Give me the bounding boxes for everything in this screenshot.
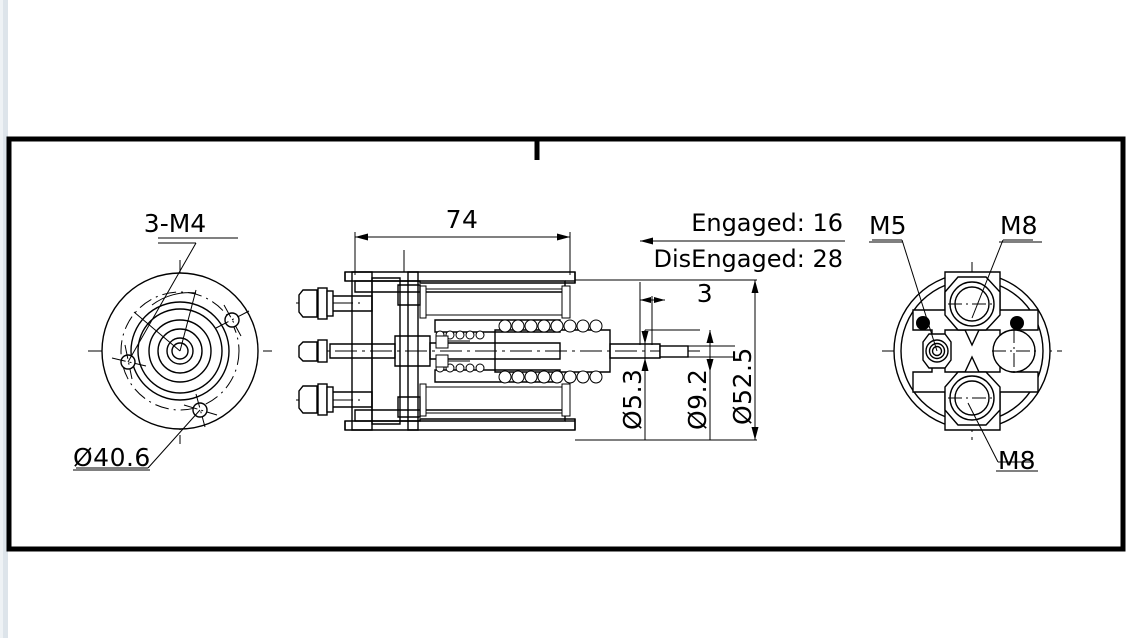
dimension-3: 3: [639, 279, 745, 345]
terminal-m8-top: [944, 276, 1001, 331]
leader-m8-top: [971, 239, 1042, 319]
label-m8-bottom: M8: [998, 446, 1035, 475]
note-disengaged: DisEngaged: 28: [654, 245, 843, 273]
dimension-d9-2: Ø9.2: [660, 330, 735, 440]
terminal-stud-center: [298, 339, 328, 363]
dim-d5-3-text: Ø5.3: [618, 369, 647, 430]
leader-m5: [869, 239, 938, 352]
mark-dot-right: [1010, 316, 1024, 330]
sheet-border: [6, 136, 1126, 552]
terminal-m8-bottom: [944, 371, 1001, 426]
left-end-view: 3-M4 Ø40.6: [73, 209, 272, 472]
leader-m8-bottom: [967, 402, 1038, 472]
label-3-m4: 3-M4: [144, 209, 206, 238]
left-edge-highlight: [0, 0, 3, 638]
section-view: [296, 250, 700, 431]
dim-d9-2-text: Ø9.2: [683, 369, 712, 430]
dimension-d52-5: Ø52.5: [575, 279, 759, 441]
label-m8-top: M8: [1000, 211, 1037, 240]
mark-dot-left: [916, 316, 930, 330]
dim-d40-6: Ø40.6: [73, 443, 151, 472]
m4-hole-left: [111, 344, 147, 380]
label-m5: M5: [869, 211, 906, 240]
dimension-d5-3: Ø5.3: [618, 329, 700, 440]
dim-d52-5-text: Ø52.5: [728, 347, 757, 425]
left-edge-strip: [0, 0, 8, 638]
note-engaged: Engaged: 16: [691, 209, 843, 237]
dim-3-text: 3: [697, 279, 713, 308]
leader-d40-6: [73, 409, 201, 471]
note-engaged-disengaged: Engaged: 16 DisEngaged: 28: [640, 209, 845, 273]
dim-74-text: 74: [446, 205, 479, 234]
leader-3-m4: [127, 237, 238, 363]
terminal-plain-right: [992, 329, 1036, 373]
terminal-stud-upper: [296, 287, 373, 320]
m4-hole-upper-right: [215, 304, 250, 337]
dimension-74: 74: [354, 205, 571, 275]
terminal-stud-lower: [296, 383, 373, 416]
right-end-view: M5 M8 M8: [869, 211, 1062, 475]
